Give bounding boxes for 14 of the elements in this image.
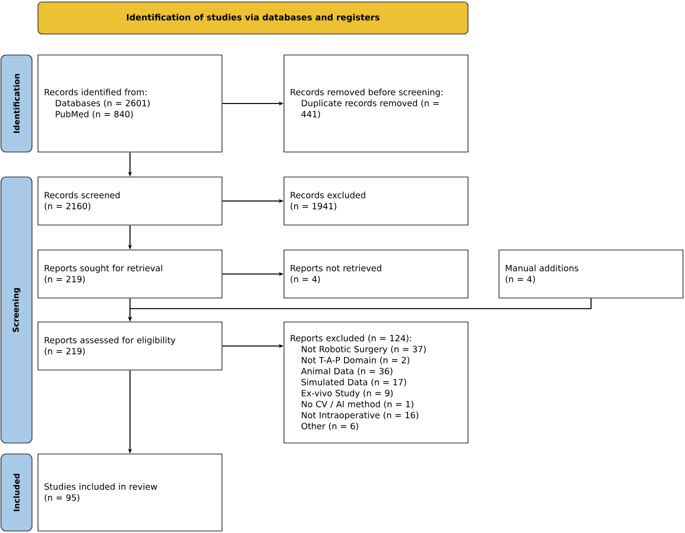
header-banner: Identification of studies via databases and registers [38,2,468,34]
process-box: Reports not retrieved (n = 4) [284,250,468,298]
process-box: Reports sought for retrieval (n = 219) [38,250,222,298]
process-box: Reports excluded (n = 124): Not Robotic Surgery (n = 37) Not T-A-P Domain (n = 2) Animal Data (n = 36) Simulated Data (n = 17) Ex-vivo Study (n = 9) No CV / AI method (n = 1) Not Intraoperative (n = 16) Other (n = 6) [284,322,468,444]
process-box: Studies included in review (n = 95) [38,454,222,532]
process-box: Reports assessed for eligibility (n = 219) [38,322,222,370]
process-box: Records identified from: Databases (n = 2601) PubMed (n = 840) [38,54,222,152]
process-box: Manual additions (n = 4) [498,250,684,298]
process-box: Records removed before screening: Duplicate records removed (n = 441) [284,54,468,152]
stage-band: Included [0,454,32,532]
process-box: Records screened (n = 2160) [38,176,222,226]
process-box: Records excluded (n = 1941) [284,176,468,226]
stage-band: Identification [0,54,32,152]
stage-band: Screening [0,176,32,444]
